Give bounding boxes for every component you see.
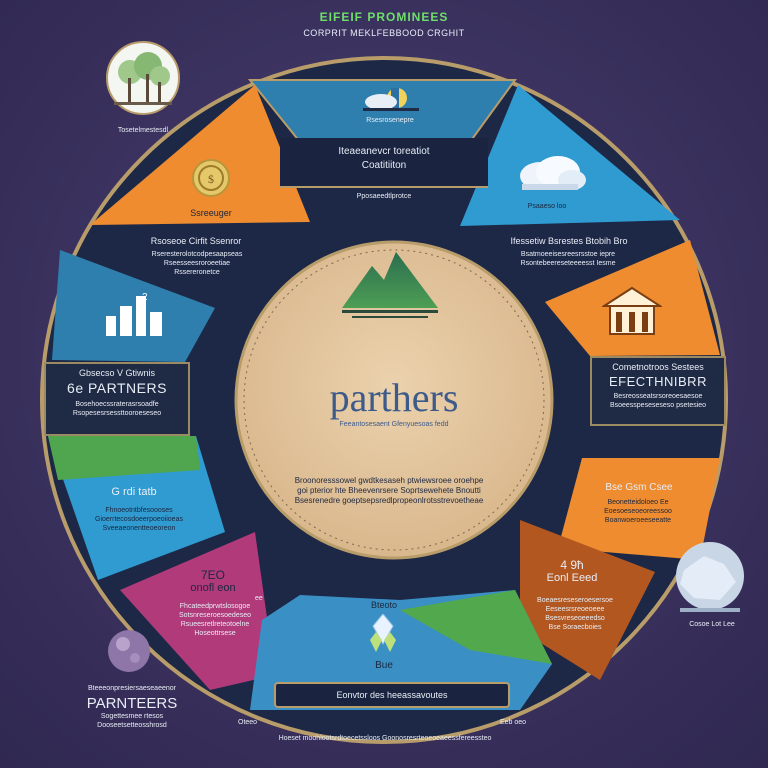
bottom-left-title: 7EO onofl eon <box>190 568 236 594</box>
center-desc: Broonoresssowel gwdtkesaseh ptwiewsroee … <box>294 476 484 505</box>
tree-caption: Tosetelmestesdl <box>117 127 169 134</box>
landscape-icon <box>363 86 419 117</box>
segment-bottom-left <box>120 532 275 690</box>
bottom-left-small: Oteeo <box>238 719 258 726</box>
coin-icon: $ <box>191 158 231 203</box>
segment-top-right <box>460 85 680 226</box>
tree-icon <box>104 40 182 125</box>
center-brand: parthers <box>329 375 459 420</box>
segment-top-left <box>90 85 310 225</box>
left-badge-title: Gbsecso V Gtiwnis <box>78 368 156 378</box>
right-lower-title: Bse Gsm Csee <box>605 482 673 493</box>
segment-bottom-green <box>400 590 552 664</box>
bottom-label: Bteoto <box>370 600 398 610</box>
top-caption: Pposaeedtlprotce <box>356 193 412 200</box>
center-tagline: Feeantosesaent Gfenyuesoas fedd <box>339 421 449 428</box>
svg-text:2: 2 <box>142 292 148 303</box>
left-lower-title: G rdi tatb <box>111 486 157 498</box>
partners-outside-label: PARNTEERS <box>86 695 178 712</box>
bottom-right-lines: Boeaesreseseroesersoe Eeseesrsreoeoeee B… <box>537 597 613 631</box>
bottom-left-mark: ee <box>255 595 263 602</box>
top-title-line1: Iteaeanevcr toreatiot <box>338 146 430 157</box>
right-upper-lines: Bsatmoeeisesreesrsstoe iepre Rsontebeere… <box>520 251 616 267</box>
left-badge-prefix: 6e <box>67 380 84 396</box>
segment-left <box>52 250 215 362</box>
segment-bottom-right <box>520 520 655 680</box>
right-lower-lines: Beonetteidoloeo Ee Eoesoeseoeoreessoo Bo… <box>604 499 672 524</box>
top-title-banner: Iteaeanevcr toreatiot Coatitiiton <box>280 138 488 188</box>
right-badge-name: EFECTHNIBRR <box>609 374 707 389</box>
header-title: EIFEIF PROMINEES <box>319 10 449 24</box>
segment-left-lower-green <box>48 436 200 480</box>
right-badge-title: Cometnotroos Sestees <box>612 362 704 372</box>
left-lower-lines: Fhnoeotntbfesoooses Gioerrtecosdoeerpoeo… <box>95 507 183 532</box>
cloud-icon <box>514 150 586 199</box>
top-left-title: Rsoseoe Cirfit Ssenror <box>150 236 242 246</box>
orb-icon <box>106 628 152 679</box>
left-badge-name-row: 6e PARTNERS <box>46 380 188 396</box>
segment-right-lower <box>558 458 720 560</box>
crystal-icon <box>368 613 398 659</box>
top-left-lines: Rseresterolotcodpesaapseas Rseesseesroro… <box>151 251 243 276</box>
bottom-sub: Bue <box>375 660 393 671</box>
svg-text:$: $ <box>208 172 214 186</box>
left-badge: Gbsecso V Gtiwnis 6e PARTNERS Bosehoecss… <box>44 362 190 436</box>
header: EIFEIF PROMINEES CORPRIT MEKLFEBBOOD CRG… <box>234 10 534 38</box>
mountain-icon <box>338 248 442 329</box>
right-badge: Cometnotroos Sestees EFECTHNIBRR Besreos… <box>590 356 726 426</box>
bottom-left-lines: Fhcateedprwtslosogoe Sotsnreseroesoedese… <box>179 603 251 637</box>
bottom-bar: Eonvtor des heeassavoutes <box>274 682 510 708</box>
left-badge-name: PARTNERS <box>88 380 167 396</box>
house-icon <box>600 286 664 343</box>
city-icon: 2 <box>104 288 174 345</box>
top-title-line2: Coatitiiton <box>361 160 407 171</box>
globe-icon <box>670 540 750 623</box>
top-right-caption: Psaaeso loo <box>527 203 567 210</box>
right-upper-title: Ifessetiw Bsrestes Btobih Bro <box>510 236 628 246</box>
bottom-right-title: 4 9ħ Eonl Eeed <box>546 558 598 584</box>
top-left-label: Ssreeuger <box>190 208 232 218</box>
top-segment-label: Rsesrosenepre <box>366 117 414 124</box>
globe-caption: Cosoe Lot Lee <box>689 621 735 628</box>
partners-outside: Bteeeonpresiersaeseaeenor PARNTEERS Soge… <box>62 684 202 730</box>
footer: Hoeset moohlootsrdtoecetssloos Goonosres… <box>278 735 492 742</box>
bottom-right-small: Eeb oeo <box>500 719 527 726</box>
header-subtitle: CORPRIT MEKLFEBBOOD CRGHIT <box>303 28 465 38</box>
center-disc <box>234 240 554 560</box>
